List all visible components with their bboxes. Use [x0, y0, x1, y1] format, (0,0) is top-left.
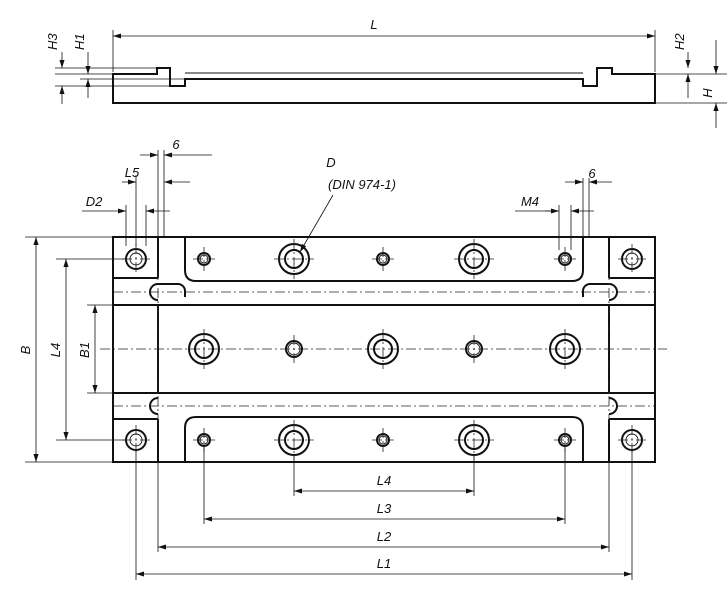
- corner-hole: [122, 244, 150, 274]
- lower-rib: [184, 416, 584, 462]
- threaded-hole: [285, 335, 303, 363]
- label-M4: M4: [521, 194, 539, 209]
- top-view: [100, 236, 667, 463]
- corner-hole: [618, 425, 646, 455]
- label-D2: D2: [86, 194, 103, 209]
- holes: [122, 239, 646, 460]
- bushing-hole: [549, 329, 581, 369]
- bushing-hole: [274, 420, 314, 460]
- label-L2: L2: [377, 529, 392, 544]
- label-H2: H2: [672, 33, 687, 50]
- bushing-hole: [274, 239, 314, 279]
- corner-hole: [122, 425, 150, 455]
- label-H1: H1: [72, 33, 87, 50]
- label-L4-bottom: L4: [377, 473, 391, 488]
- threaded-hole: [554, 428, 576, 452]
- label-B1: B1: [77, 342, 92, 358]
- bushing-hole: [454, 239, 494, 279]
- label-L1: L1: [377, 556, 391, 571]
- threaded-hole: [554, 247, 576, 271]
- side-view: [55, 30, 727, 128]
- threaded-hole: [193, 247, 215, 271]
- side-view-outline: [112, 67, 656, 104]
- label-D-standard: (DIN 974-1): [328, 177, 396, 192]
- threaded-hole: [372, 428, 394, 452]
- corner-hole: [618, 244, 646, 274]
- label-L4-side: L4: [48, 343, 63, 357]
- label-L5: L5: [125, 165, 140, 180]
- plate-outline: [112, 236, 656, 463]
- top-view-dimensions: [25, 150, 633, 580]
- bushing-hole: [188, 329, 220, 369]
- threaded-hole: [372, 247, 394, 271]
- leader-D: [299, 194, 334, 253]
- label-L: L: [370, 17, 377, 32]
- label-H3: H3: [45, 33, 60, 50]
- bushing-hole: [367, 329, 399, 369]
- threaded-hole: [465, 335, 483, 363]
- upper-slot: [113, 277, 655, 306]
- label-B: B: [18, 345, 33, 354]
- label-6-left: 6: [172, 137, 180, 152]
- threaded-hole: [193, 428, 215, 452]
- label-L3: L3: [377, 501, 392, 516]
- upper-rib: [184, 237, 584, 282]
- label-6-right: 6: [588, 166, 596, 181]
- label-D: D: [326, 155, 335, 170]
- label-H: H: [700, 88, 715, 98]
- bushing-hole: [454, 420, 494, 460]
